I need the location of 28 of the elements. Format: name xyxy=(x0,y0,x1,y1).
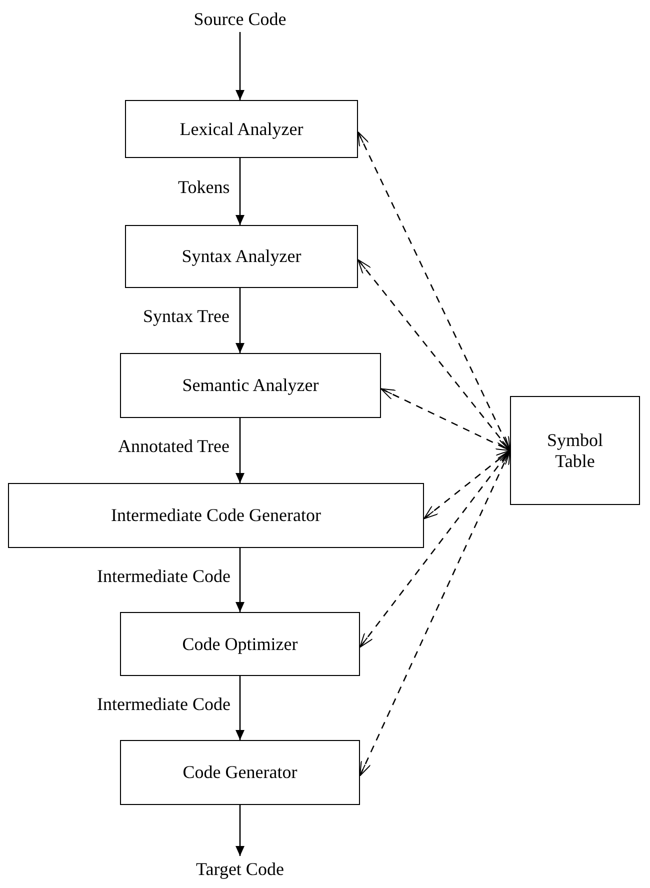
box-label: Syntax Analyzer xyxy=(182,246,302,267)
box-label: Code Generator xyxy=(182,762,298,783)
dashed-arrow xyxy=(359,450,511,648)
dashed-arrow xyxy=(424,450,510,520)
process-box xyxy=(120,353,381,418)
box-label: Lexical Analyzer xyxy=(180,118,304,140)
flow-label: Target Code xyxy=(196,858,284,880)
arrow xyxy=(236,805,244,856)
flow-label: Source Code xyxy=(194,8,286,30)
box-label: Code Optimizer xyxy=(182,634,298,654)
box-label: Symbol Table xyxy=(546,430,604,472)
arrow xyxy=(236,676,244,740)
arrow xyxy=(236,418,244,483)
dashed-arrow xyxy=(357,131,511,451)
process-box xyxy=(120,612,360,676)
process-box xyxy=(120,740,360,805)
arrow xyxy=(236,288,244,353)
process-box xyxy=(8,483,424,548)
dashed-arrow xyxy=(358,259,510,451)
box-label: Intermediate Code Generator xyxy=(111,505,321,526)
dashed-arrow xyxy=(380,388,510,452)
arrow xyxy=(236,32,244,100)
process-box xyxy=(510,396,640,505)
arrow xyxy=(236,548,244,612)
process-box xyxy=(125,225,358,288)
arrow xyxy=(236,158,244,225)
process-box xyxy=(125,100,358,158)
box-label: Semantic Analyzer xyxy=(182,375,319,396)
